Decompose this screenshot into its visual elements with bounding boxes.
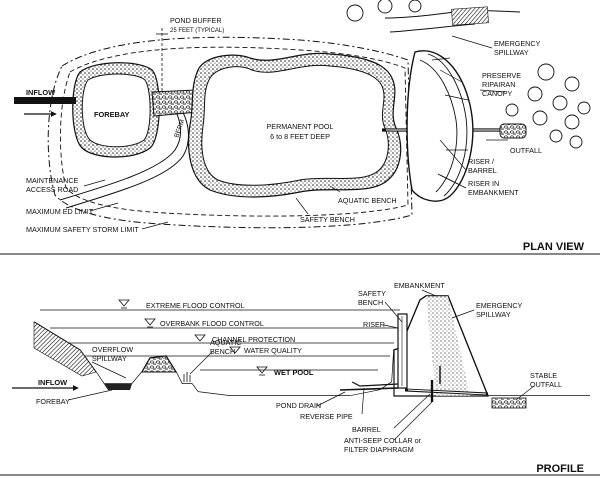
embankment — [406, 50, 474, 202]
profile-riser — [397, 313, 408, 389]
riser-barrel-label-1: RISER / — [468, 157, 494, 166]
profile-aquatic-bench-label-1: AQUATIC — [210, 338, 241, 347]
plan-view: POND BUFFER 25 FEET (TYPICAL) INFLOW FOR… — [0, 0, 600, 255]
plan-leader-lines — [83, 35, 508, 230]
profile-forebay-label: FOREBAY — [36, 397, 70, 406]
plan-view-title: PLAN VIEW — [523, 241, 585, 253]
forebay-pool — [81, 73, 151, 148]
left-bank-hatch — [33, 321, 97, 377]
forebay-sediment — [104, 384, 132, 390]
spillway-hatch — [451, 6, 489, 26]
plan-inflow-label: INFLOW — [26, 88, 55, 97]
maintenance-road-edge — [65, 93, 189, 209]
riser-barrel-label-2: BARREL — [468, 166, 497, 175]
max-ed-limit-line — [59, 46, 409, 217]
overflow-spillway-label-1: OVERFLOW — [92, 345, 133, 354]
barrel-label: BARREL — [352, 425, 381, 434]
max-safety-storm-limit-line — [47, 36, 413, 229]
profile-leader-lines — [67, 289, 535, 441]
profile-reverse-pipe — [351, 381, 399, 387]
max-safety-storm-label: MAXIMUM SAFETY STORM LIMIT — [26, 225, 139, 234]
profile-pond-drain — [339, 387, 399, 391]
preserve-label-1: PRESERVE — [482, 71, 521, 80]
embankment-slope-lines — [431, 57, 469, 186]
overbank-flood-label: OVERBANK FLOOD CONTROL — [160, 319, 264, 328]
profile-aquatic-bench-label-2: BENCH — [210, 347, 235, 356]
riparian-trees — [346, 0, 591, 149]
inflow-pipe — [14, 97, 76, 104]
profile-view: EXTREME FLOOD CONTROL OVERBANK FLOOD CON… — [0, 281, 600, 476]
profile-barrel-core — [407, 389, 487, 395]
overflow-spillway-label-2: SPILLWAY — [92, 354, 127, 363]
maintenance-road-label-2: ACCESS ROAD — [26, 185, 78, 194]
stable-outfall-riprap — [491, 397, 527, 409]
profile-safety-bench-label-1: SAFETY — [358, 289, 386, 298]
water-level-markers — [118, 299, 268, 376]
stable-outfall-label-1: STABLE — [530, 371, 557, 380]
profile-embankment-label: EMBANKMENT — [394, 281, 445, 290]
plan-emergency-spillway-label-1: EMERGENCY — [494, 39, 541, 48]
profile-riser-label: RISER — [363, 320, 385, 329]
embankment-contour-2 — [419, 59, 458, 193]
plan-safety-bench-label: SAFETY BENCH — [300, 215, 355, 224]
permanent-pool-label: PERMANENT POOL — [267, 122, 334, 131]
berm-label: BERM — [173, 119, 186, 139]
max-ed-limit-label: MAXIMUM ED LIMIT — [26, 207, 94, 216]
outfall-riprap — [499, 123, 527, 139]
stable-outfall-label-2: OUTFALL — [530, 380, 562, 389]
pond-drain-label: POND DRAIN — [276, 401, 321, 410]
pond-buffer-label: POND BUFFER — [170, 16, 222, 25]
embankment-core — [426, 296, 470, 396]
reverse-pipe-label: REVERSE PIPE — [300, 412, 353, 421]
permanent-pool — [201, 64, 389, 186]
maintenance-road-label-1: MAINTENANCE — [26, 176, 79, 185]
wet-pool-label: WET POOL — [274, 368, 314, 377]
riser-embankment-label-1: RISER IN — [468, 179, 499, 188]
profile-title: PROFILE — [536, 463, 584, 475]
anti-seep-label-2: FILTER DIAPHRAGM — [344, 445, 414, 454]
riser-embankment-label-2: EMBANKMENT — [468, 188, 519, 197]
pond-buffer-distance-label: 25 FEET (TYPICAL) — [170, 28, 224, 34]
water-level-lines — [40, 309, 400, 371]
extreme-flood-label: EXTREME FLOOD CONTROL — [146, 301, 245, 310]
preserve-label-2: RIPAIRAN — [482, 80, 515, 89]
plan-emergency-spillway-label-2: SPILLWAY — [494, 48, 529, 57]
plan-forebay-label: FOREBAY — [94, 110, 130, 119]
profile-inflow-label: INFLOW — [38, 378, 67, 387]
plan-aquatic-bench-label: AQUATIC BENCH — [338, 196, 397, 205]
channel-protection-label: CHANNEL PROTECTION — [212, 335, 295, 344]
embankment-contour-1 — [427, 53, 468, 197]
profile-emergency-spillway-label-2: SPILLWAY — [476, 310, 511, 319]
water-quality-label: WATER QUALITY — [244, 346, 302, 355]
anti-seep-label-1: ANTI-SEEP COLLAR or — [344, 436, 422, 445]
preserve-label-3: CANOPY — [482, 89, 513, 98]
profile-safety-bench-label-2: BENCH — [358, 298, 383, 307]
aquatic-bench-plants — [183, 372, 191, 382]
overflow-berm — [141, 355, 177, 373]
profile-emergency-spillway-label-1: EMERGENCY — [476, 301, 523, 310]
plan-outfall-label: OUTFALL — [510, 146, 542, 155]
pool-depth-label: 6 to 8 FEET DEEP — [270, 132, 330, 141]
